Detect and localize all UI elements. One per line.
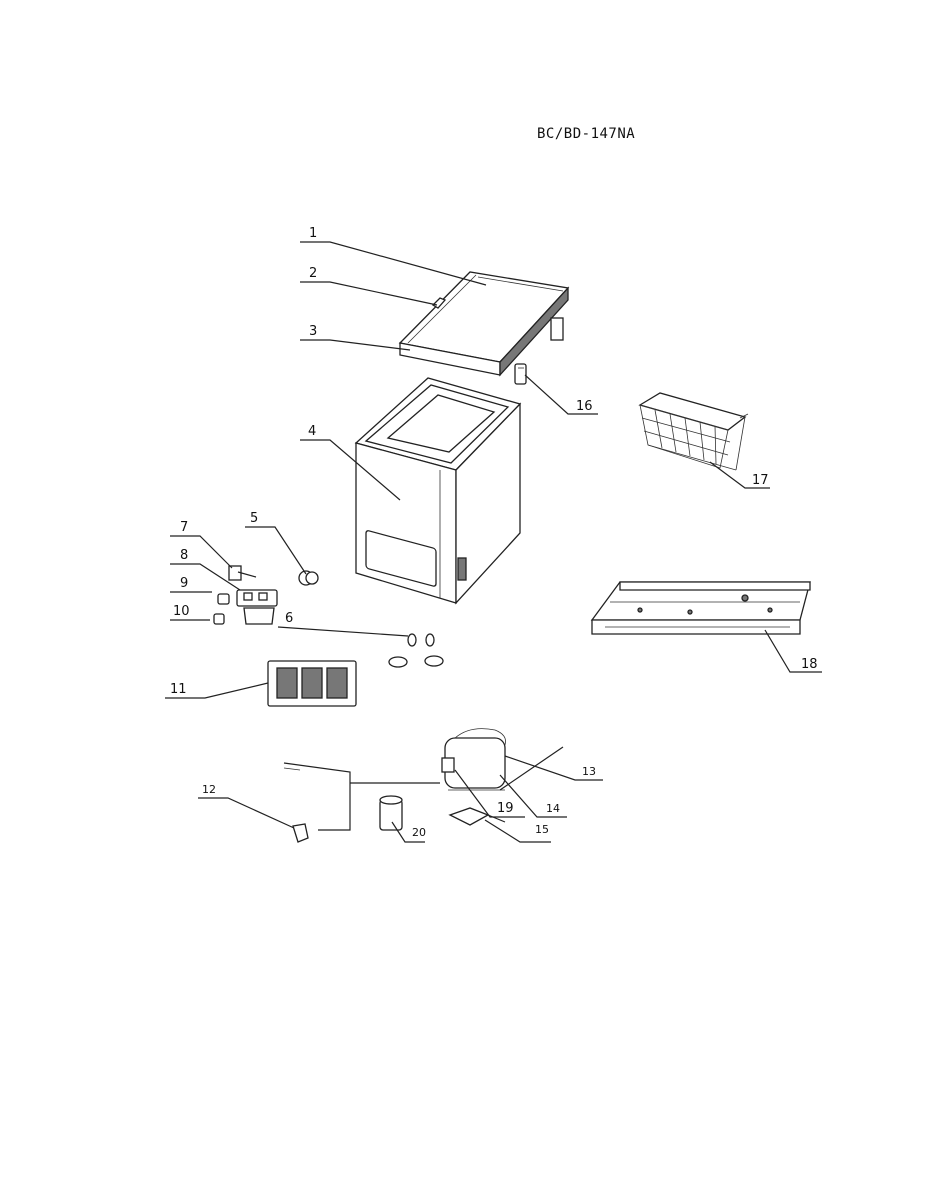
callout-18: 18 — [801, 657, 818, 672]
callout-15: 15 — [535, 823, 549, 836]
thermostat-knob — [298, 570, 319, 586]
callout-12: 12 — [202, 783, 216, 796]
callout-6: 6 — [285, 611, 293, 626]
callout-9: 9 — [180, 576, 188, 591]
capacitor — [379, 795, 403, 831]
leveling-feet — [388, 633, 444, 668]
freezer-cabinet — [354, 377, 522, 605]
callout-leaders — [165, 241, 822, 843]
hinge-part — [514, 363, 527, 385]
callout-5: 5 — [250, 511, 258, 526]
wire-basket — [638, 392, 749, 471]
callout-14: 14 — [546, 802, 560, 815]
callout-7: 7 — [180, 520, 188, 535]
callout-10: 10 — [173, 604, 190, 619]
callout-8: 8 — [180, 548, 188, 563]
callout-1: 1 — [309, 226, 317, 241]
freezer-lid — [398, 271, 570, 377]
power-cord-wiring — [283, 762, 440, 843]
callout-labels: 1 2 3 4 5 6 7 8 9 10 11 12 13 14 15 16 1… — [170, 226, 818, 839]
callout-17: 17 — [752, 473, 769, 488]
vent-grille — [267, 660, 357, 707]
callout-19: 19 — [497, 801, 514, 816]
model-title: BC/BD-147NA — [537, 126, 636, 142]
callout-3: 3 — [309, 324, 317, 339]
compressor — [441, 728, 564, 791]
callout-13: 13 — [582, 765, 596, 778]
control-parts — [213, 565, 278, 625]
callout-20: 20 — [412, 826, 426, 839]
callout-4: 4 — [308, 424, 316, 439]
callout-16: 16 — [576, 399, 593, 414]
base-plate — [590, 581, 811, 635]
callout-11: 11 — [170, 682, 187, 697]
callout-2: 2 — [309, 266, 317, 281]
